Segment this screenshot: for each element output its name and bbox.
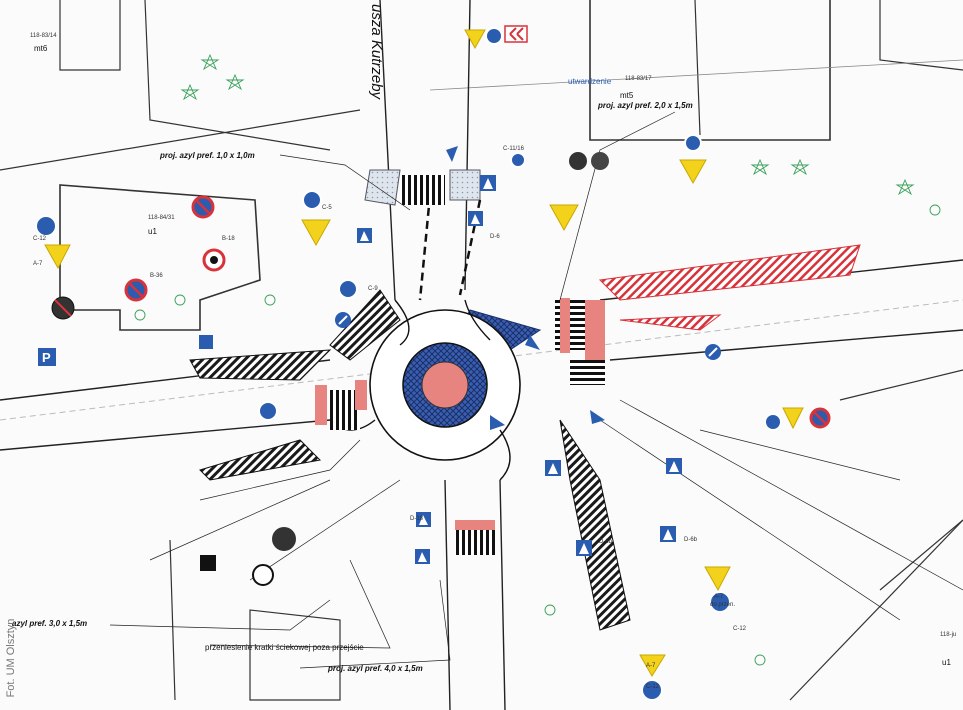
sign-caption-a7-1: A-7 — [714, 594, 724, 600]
pedestrian-crossings — [315, 175, 605, 555]
blue-triangle-icon — [490, 415, 505, 430]
roundabout-sign-icon — [684, 134, 702, 152]
tree-icon — [180, 83, 200, 101]
parcel-label-mt6: mt6 — [34, 44, 48, 53]
parcel-code-2: 118-83/17 — [625, 76, 652, 82]
roundabout — [329, 299, 521, 481]
photo-credit: Fot. UM Olsztyn — [1, 610, 17, 710]
roundabout-sign-icon — [510, 152, 526, 168]
hardening-label: utwardzenie — [568, 77, 612, 86]
no-parking-sign-icon — [191, 195, 215, 219]
pedestrian-crossing-sign-icon — [415, 549, 430, 564]
traffic-signs: P — [35, 25, 831, 701]
sign-caption-a7-2: A-7 — [646, 663, 656, 669]
pedestrian-crossing-sign-icon — [468, 211, 483, 226]
leader-lines — [109, 111, 963, 669]
parcel-label-mt5: mt5 — [620, 91, 634, 100]
pedestrian-crossing-sign-icon — [416, 512, 431, 527]
tree-icon — [895, 178, 915, 196]
tree-icon — [225, 73, 245, 91]
parcel-code-1: 118-83/14 — [30, 33, 57, 39]
sign-caption-d6: D-6 — [490, 234, 500, 240]
roundabout-sign-icon — [641, 679, 663, 701]
direction-arrow-icon — [705, 344, 721, 360]
pedestrian-crossing-sign-icon — [480, 175, 496, 191]
pedestrian-crossing-sign-icon — [545, 460, 561, 476]
sign-caption-c5: C-5 — [322, 205, 332, 211]
warning-triangle-icon — [782, 407, 804, 430]
sign-caption-d6b-1: D-6b — [599, 539, 613, 545]
sign-caption-b18: B-18 — [222, 236, 235, 242]
warning-triangle-icon — [464, 29, 486, 50]
roundabout-sign-icon — [35, 215, 57, 237]
roundabout-sign-icon — [302, 190, 322, 210]
sign-caption-a7-3: A-7 — [33, 261, 43, 267]
blue-triangle-icon — [590, 410, 605, 424]
sign-caption-d18: D-18 — [410, 516, 424, 522]
photo-credit-text: Fot. UM Olsztyn — [5, 618, 17, 698]
sign-caption-d6b-2: D-6b — [684, 537, 698, 543]
street-name-label: usza Kutrzeby — [368, 4, 385, 101]
parking-sign-icon — [200, 555, 216, 571]
warning-triangle-icon — [679, 159, 707, 185]
sign-caption-b36: B-36 — [150, 273, 163, 279]
traffic-light-icon — [51, 296, 75, 320]
sign-caption-c11-16: C-11/16 — [503, 146, 525, 152]
pedestrian-crossing-sign-icon — [576, 540, 592, 556]
sign-caption-c12-3: C-12 — [33, 236, 47, 242]
warning-triangle-icon — [704, 566, 731, 592]
drain-note-label: przeniesienie kratki ściekowej poza prze… — [205, 643, 364, 652]
warning-triangle-icon — [44, 244, 71, 270]
parking-sign-letter: P — [42, 350, 51, 365]
traffic-light-icon — [272, 527, 296, 551]
roundabout-sign-icon — [709, 591, 731, 613]
no-parking-sign-icon — [202, 248, 226, 272]
trees — [134, 53, 941, 666]
traffic-light-icon — [569, 152, 587, 170]
tree-icon — [200, 53, 220, 71]
pedestrian-crossing-sign-icon — [666, 458, 682, 474]
warning-triangle-icon — [549, 204, 579, 232]
map-labels: usza Kutrzeby proj. azyl pref. 1,0 x 1,0… — [12, 4, 956, 690]
parcel-code-3: 118-84/31 — [148, 215, 175, 221]
hatched-areas — [189, 169, 861, 631]
roundabout-sign-icon — [485, 27, 503, 45]
traffic-light-icon — [252, 564, 274, 586]
blue-triangle-icon — [525, 335, 540, 350]
roundabout-sign-icon — [338, 279, 358, 299]
sign-caption-c9: C-9 — [368, 286, 378, 292]
parking-sign-icon — [199, 335, 213, 349]
blue-triangle-icon — [446, 146, 458, 162]
parking-sign-icon: P — [38, 348, 56, 366]
island-label-3-0: azyl pref. 3,0 x 1,5m — [12, 619, 87, 628]
no-parking-sign-icon — [124, 278, 148, 302]
warning-triangle-icon — [639, 654, 666, 677]
roundabout-sign-icon — [258, 401, 278, 421]
pedestrian-crossing-sign-icon — [357, 228, 372, 243]
parcel-label-u1-east: u1 — [942, 658, 951, 667]
chevron-sign-icon — [504, 25, 528, 43]
island-label-2-0: proj. azyl pref. 2,0 x 1,5m — [597, 101, 693, 110]
tree-icon — [750, 158, 770, 176]
sign-caption-do-przen: do przen. — [710, 602, 735, 608]
parcel-label-u1: u1 — [148, 227, 157, 236]
island-label-4-0: proj. azyl pref. 4,0 x 1,5m — [327, 664, 423, 673]
sign-caption-c12-1: C-12 — [733, 626, 747, 632]
no-parking-sign-icon — [809, 407, 831, 429]
roundabout-sign-icon — [764, 413, 782, 431]
direction-arrow-icon — [335, 312, 351, 328]
sign-caption-c12-2: C-12 — [646, 684, 660, 690]
parcel-code-4: 118-ju — [940, 632, 956, 638]
warning-triangle-icon — [301, 219, 331, 247]
traffic-light-icon — [591, 152, 609, 170]
island-label-1-0: proj. azyl pref. 1,0 x 1,0m — [159, 151, 255, 160]
pedestrian-crossing-sign-icon — [660, 526, 676, 542]
tree-icon — [790, 158, 810, 176]
